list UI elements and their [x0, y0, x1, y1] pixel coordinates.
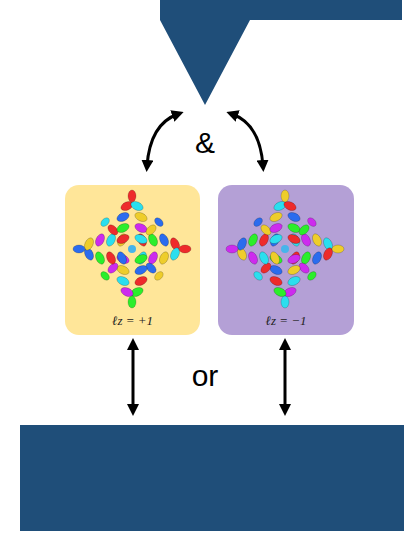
orbital-lobe [153, 216, 165, 228]
metal-center [128, 245, 136, 253]
orbital-lobe [286, 275, 301, 288]
orbital-lobe [115, 275, 130, 288]
orbital-lobe [133, 275, 148, 288]
orbital-lobe [158, 232, 171, 247]
quantum-number: ℓz = +1 [112, 313, 153, 329]
orbital-lobe [268, 233, 283, 246]
connective-label: or [192, 359, 219, 393]
orbital-lobe [281, 296, 289, 308]
orbital-lobe [226, 245, 238, 253]
orbital-lobe [128, 190, 136, 202]
orbital-lobe [133, 264, 148, 277]
orbital-lobe [311, 232, 324, 247]
stm-tip [160, 0, 402, 105]
orbital-lobe [115, 211, 130, 224]
state-box: ℓz = −1 [218, 185, 354, 335]
orbital-lobe [252, 270, 264, 282]
orbital-lobe [286, 264, 301, 277]
orbital-lobe [133, 253, 148, 266]
orbital-lobe [281, 190, 289, 202]
orbital-lobe [99, 216, 111, 228]
orbital-lobe [247, 232, 260, 247]
orbital-lobe [153, 270, 165, 282]
tunnel-arrow [147, 114, 178, 166]
orbital-picture [225, 189, 345, 309]
orbital-lobe [115, 233, 130, 246]
quantum-number: ℓz = −1 [265, 313, 306, 329]
orbital-lobe [94, 232, 107, 247]
orbital-lobe [116, 250, 129, 265]
tunnel-arrow [232, 114, 263, 166]
orbital-lobe [99, 270, 111, 282]
connective-label: & [195, 126, 215, 160]
orbital-lobe [247, 250, 260, 265]
orbital-lobe [268, 222, 283, 235]
metal-center [281, 245, 289, 253]
orbital-lobe [144, 223, 158, 237]
orbital-lobe [311, 250, 324, 265]
orbital-lobe [306, 270, 318, 282]
orbital-picture [72, 189, 192, 309]
state-box: ℓz = +1 [65, 185, 200, 335]
orbital-lobe [269, 250, 282, 265]
tunnel-arrow [132, 344, 135, 410]
orbital-lobe [158, 250, 171, 265]
orbital-lobe [286, 211, 301, 224]
orbital-lobe [258, 250, 271, 265]
substrate [20, 425, 404, 531]
orbital-lobe [268, 211, 283, 224]
orbital-lobe [115, 222, 130, 235]
orbital-lobe [306, 216, 318, 228]
orbital-lobe [105, 250, 118, 265]
orbital-lobe [73, 245, 85, 253]
orbital-lobe [297, 223, 311, 237]
orbital-lobe [332, 245, 344, 253]
orbital-lobe [133, 233, 148, 246]
tunnel-arrow [284, 344, 287, 410]
orbital-lobe [94, 250, 107, 265]
orbital-lobe [268, 275, 283, 288]
orbital-lobe [133, 211, 148, 224]
orbital-lobe [286, 233, 301, 246]
orbital-lobe [286, 253, 301, 266]
orbital-lobe [252, 216, 264, 228]
orbital-lobe [179, 245, 191, 253]
orbital-lobe [128, 296, 136, 308]
